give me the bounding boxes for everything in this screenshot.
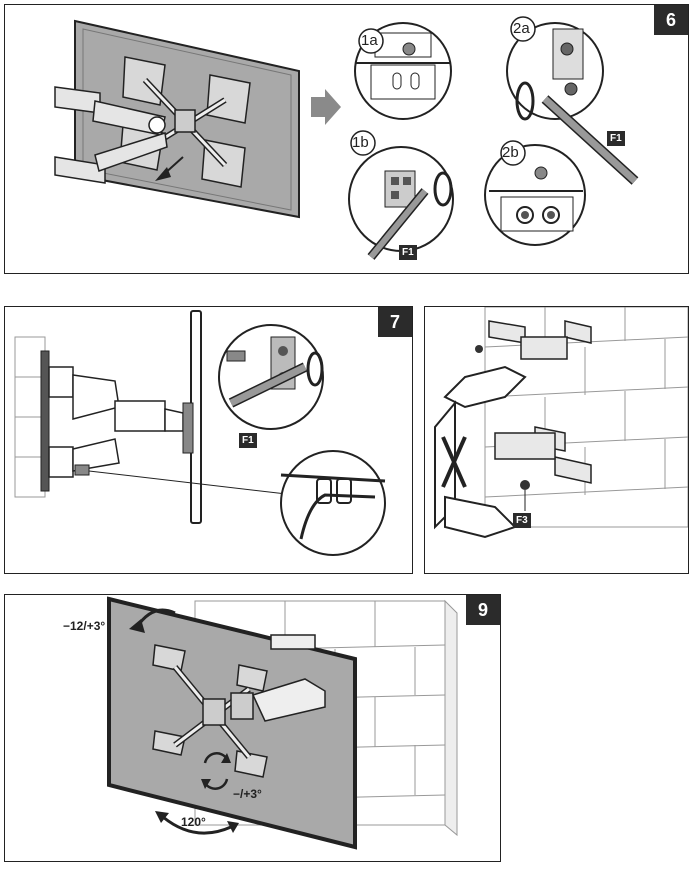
panel-step-8: 8: [424, 306, 689, 574]
wall-arm: [54, 86, 168, 184]
tool-tag-f3: F3: [513, 513, 531, 528]
detail-2b: [484, 144, 586, 246]
detail-cable-clip: [280, 450, 386, 556]
mount-plate: [152, 634, 326, 778]
rotate-angle-label: −/+3°: [233, 787, 262, 801]
panel-step-7: 7: [4, 306, 413, 574]
step-number-badge: 7: [378, 307, 412, 337]
wall-plate: [488, 320, 592, 484]
panel-step-6: 6: [4, 4, 689, 274]
step-label-1a: 1a: [361, 32, 378, 49]
panel-8-illustration: [434, 307, 688, 539]
detail-tighten: [218, 324, 324, 430]
panel-step-9: 9: [4, 594, 501, 862]
step-label-2a: 2a: [513, 20, 530, 37]
detail-2a: [506, 22, 639, 185]
tool-tag-f1: F1: [607, 131, 625, 146]
swivel-angle-label: 120°: [181, 815, 206, 829]
panel-9-illustration: [107, 596, 458, 850]
arrow-right-icon: [311, 89, 341, 125]
swing-arm: [48, 366, 184, 478]
mount-arm: [434, 365, 527, 539]
detail-1b: [348, 146, 454, 260]
curved-arrow-icon: [129, 608, 176, 633]
tool-tag-f1: F1: [399, 245, 417, 260]
rotate-icon: [201, 752, 231, 790]
step-label-1b: 1b: [352, 134, 369, 151]
brick-wall: [484, 307, 688, 528]
panel-6-illustration: [54, 16, 639, 260]
tv-side: [182, 310, 202, 524]
step-label-2b: 2b: [502, 144, 519, 161]
step-number-badge: 6: [654, 5, 688, 35]
panel-7-illustration: [14, 310, 386, 556]
curved-arrow-icon: [155, 811, 239, 835]
tilt-angle-label: −12/+3°: [63, 619, 106, 633]
step-number-badge: 9: [466, 595, 500, 625]
tool-tag-f1: F1: [239, 433, 257, 448]
